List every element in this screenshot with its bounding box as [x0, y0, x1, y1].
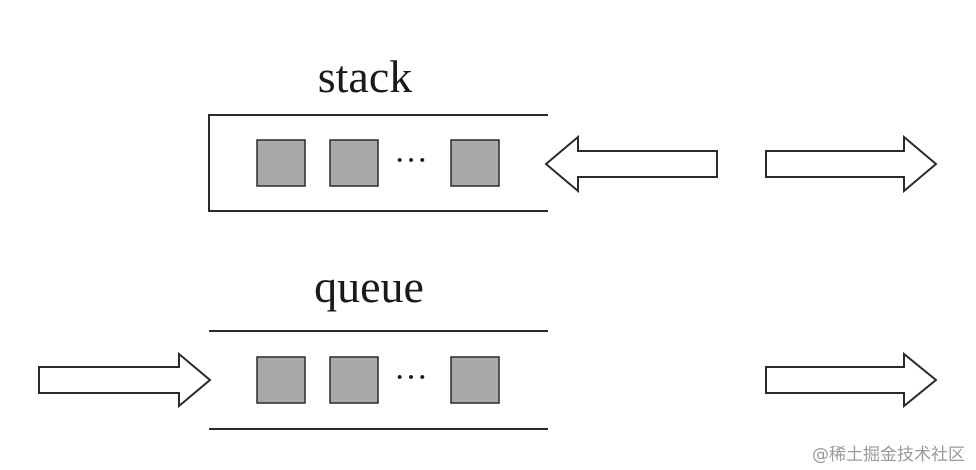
queue-dequeue-arrow	[765, 351, 938, 409]
stack-item	[256, 139, 306, 187]
stack-ellipsis: ···	[394, 142, 428, 179]
stack-item	[450, 139, 500, 187]
queue-title: queue	[314, 261, 424, 312]
queue-item	[256, 356, 306, 404]
queue-enqueue-arrow	[38, 351, 212, 409]
queue-item	[329, 356, 379, 404]
stack-pop-arrow	[765, 134, 938, 194]
queue-item	[450, 356, 500, 404]
stack-diagram: stack ···	[208, 51, 938, 212]
queue-ellipsis: ···	[394, 359, 428, 396]
stack-push-arrow	[544, 134, 718, 194]
stack-title: stack	[318, 51, 413, 102]
queue-diagram: queue ···	[38, 261, 938, 430]
stack-item	[329, 139, 379, 187]
watermark-text: @稀土掘金技术社区	[812, 445, 965, 465]
